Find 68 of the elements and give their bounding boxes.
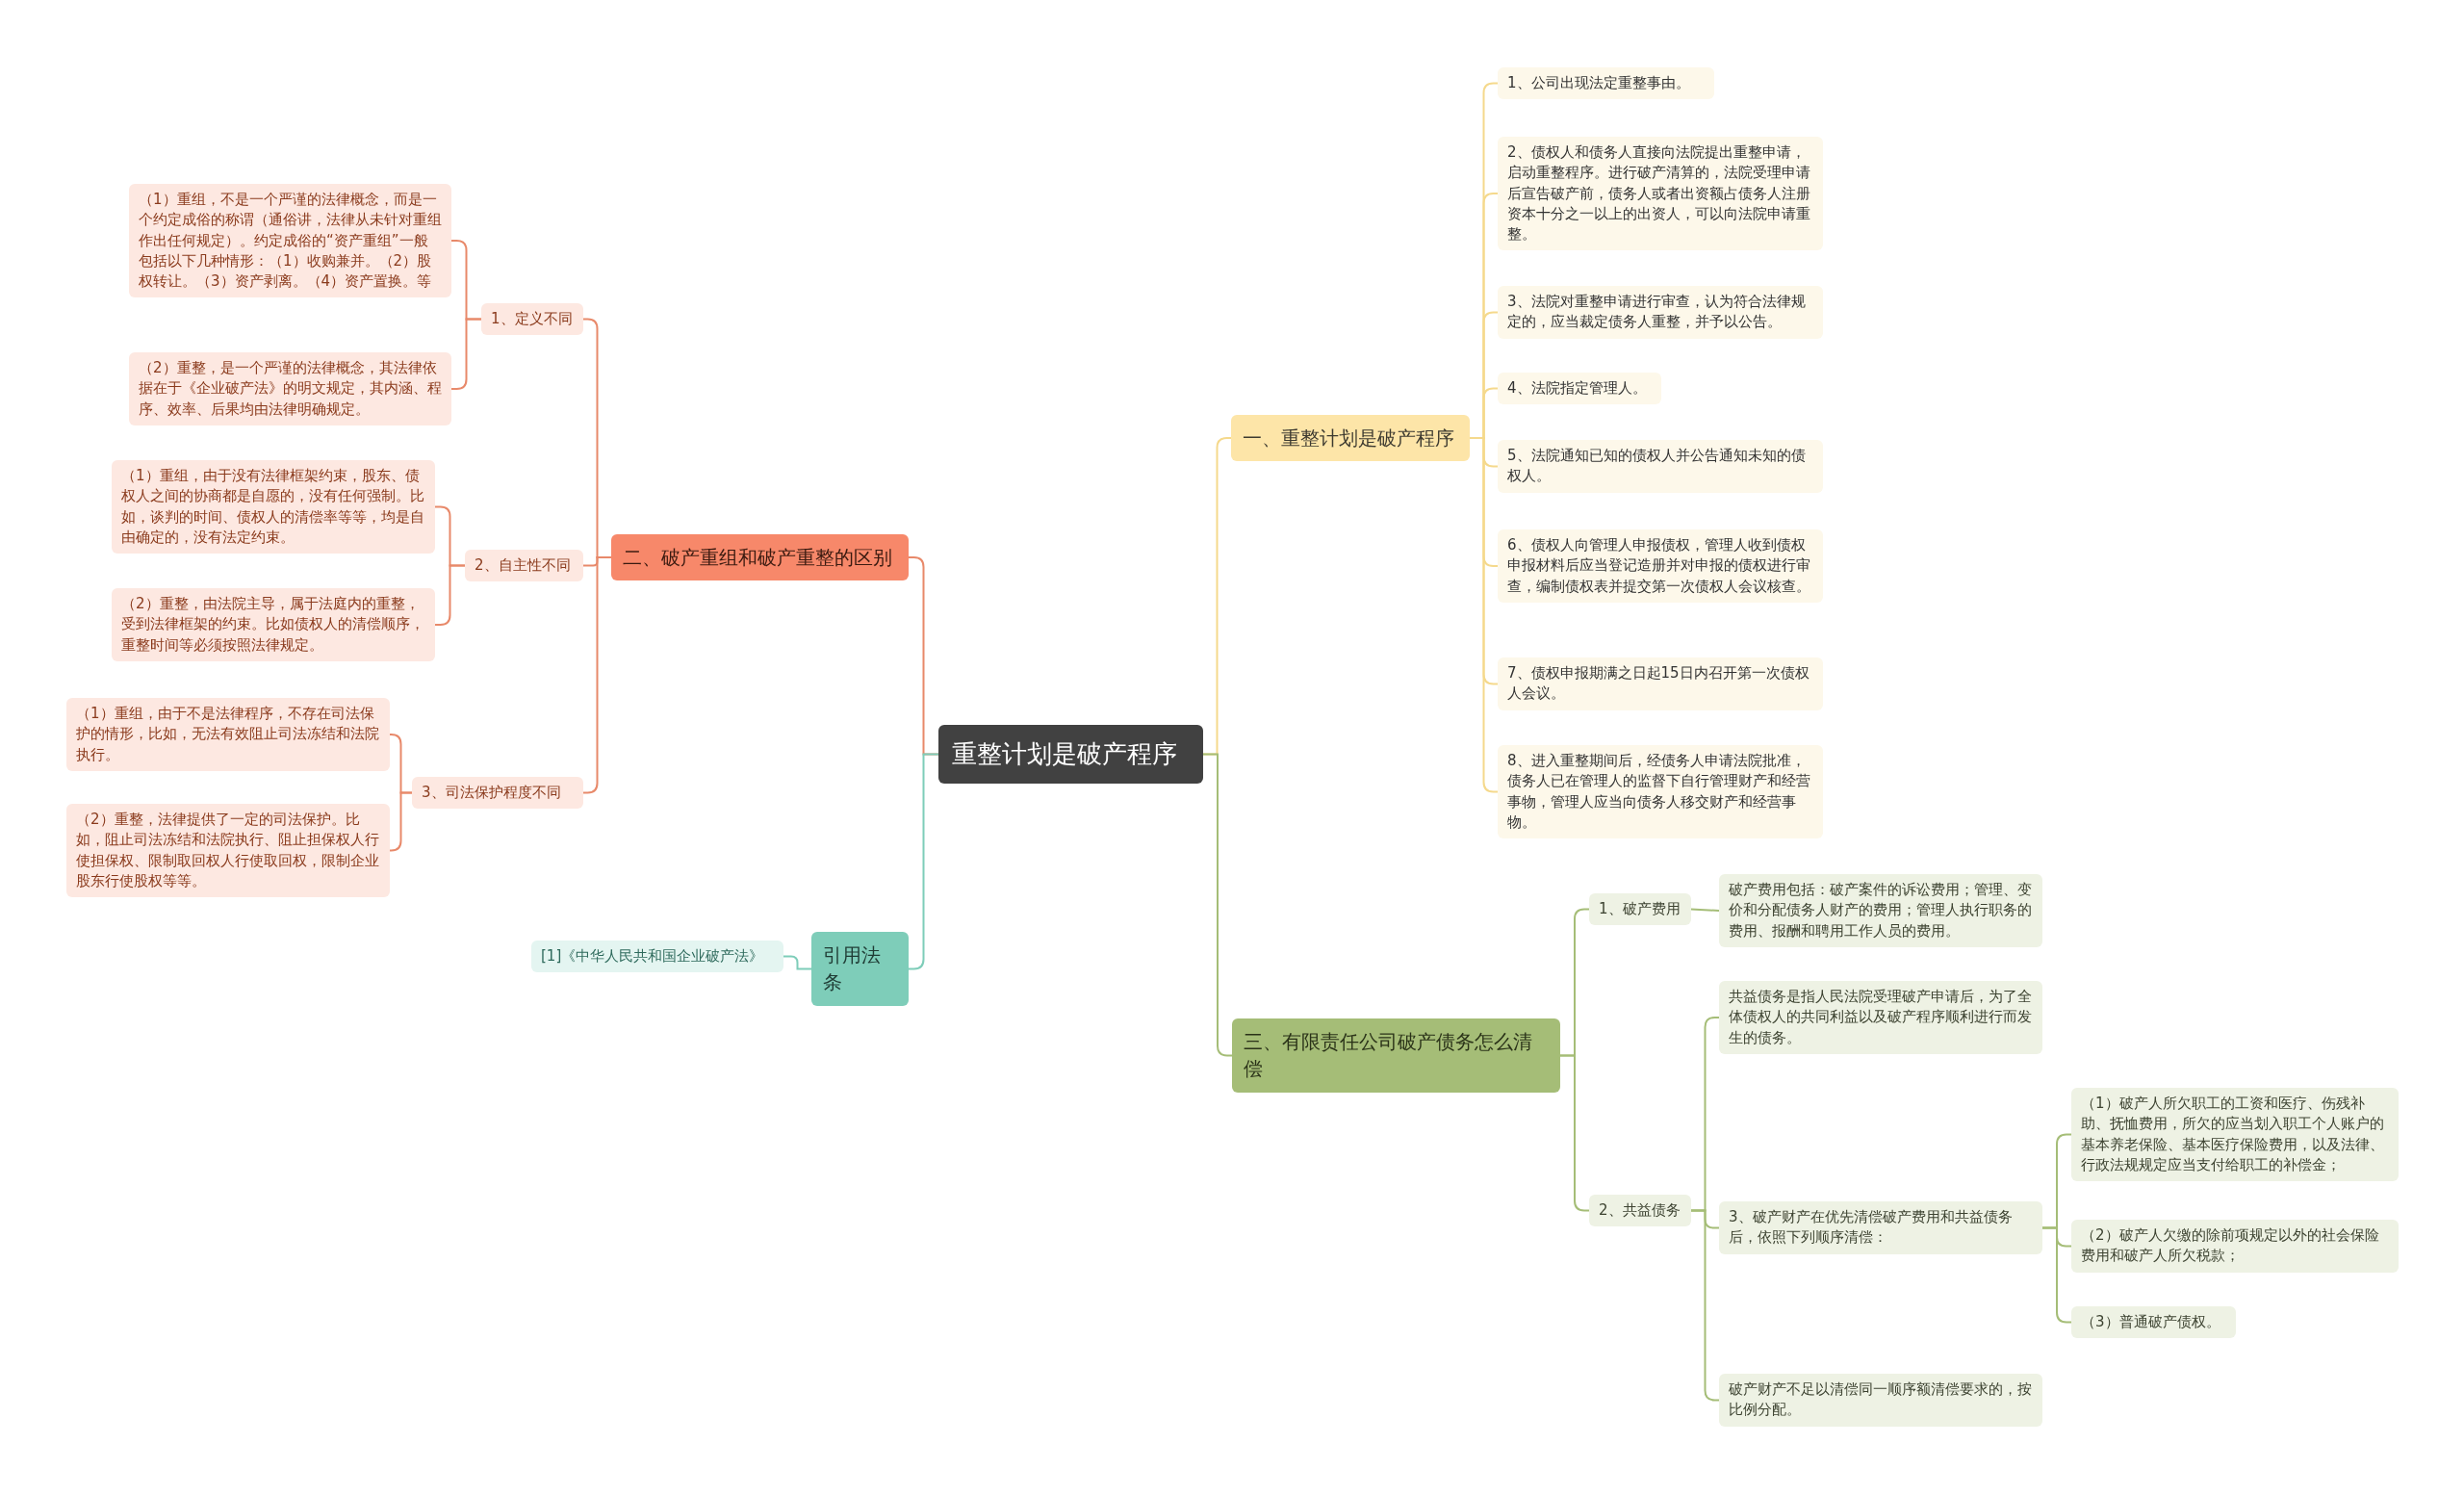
topic-text: 重整计划是破产程序 xyxy=(952,738,1178,770)
topic-text: （2）破产人欠缴的除前项规定以外的社会保险费用和破产人所欠税款； xyxy=(2081,1225,2380,1267)
topic-box xyxy=(129,184,451,298)
topic-text: （1）重组，由于没有法律框架约束，股东、债权人之间的协商都是自愿的，没有任何强制。比如，谈判的时间、债权人的清偿率等等，均是自由确定的，没有法定约束。 xyxy=(121,466,425,548)
topic-box xyxy=(1498,137,1823,251)
topic-box xyxy=(129,352,451,425)
topic-text: [1]《中华人民共和国企业破产法》 xyxy=(541,946,765,967)
topic-box xyxy=(2071,1306,2236,1339)
topic-text: （3）普通破产债权。 xyxy=(2081,1312,2221,1332)
topic-text: 二、破产重组和破产重整的区别 xyxy=(623,545,893,571)
topic-text: 3、破产财产在优先清偿破产费用和共益债务后，依照下列顺序清偿： xyxy=(1729,1207,2014,1249)
topic-text: 1、定义不同 xyxy=(491,309,574,329)
topic-box xyxy=(465,550,583,582)
topic-box xyxy=(1498,286,1823,339)
topic-box xyxy=(531,941,783,973)
topic-box xyxy=(112,460,435,554)
topic-box xyxy=(611,534,909,581)
topic-text: 5、法院通知已知的债权人并公告通知未知的债权人。 xyxy=(1507,446,1807,487)
topic-box xyxy=(938,725,1203,784)
topic-box xyxy=(1719,1374,2042,1427)
connector-line xyxy=(1690,908,1720,912)
topic-text: 破产费用包括：破产案件的诉讼费用；管理、变价和分配债务人财产的费用；管理人执行职务的费用、报酬和聘用工作人员的费用。 xyxy=(1729,880,2033,941)
topic-box xyxy=(1498,440,1823,493)
topic-text: 破产财产不足以清偿同一顺序额清偿要求的，按比例分配。 xyxy=(1729,1379,2033,1421)
topic-text: （1）重组，不是一个严谨的法律概念，而是一个约定成俗的称谓（通俗讲，法律从未针对重组作出任何规定）。约定成俗的“资产重组”一般包括以下几种情形：（1）收购兼并。（2）股权转让。（3）资产剥离。（4）资产置换。等 xyxy=(139,190,442,293)
topic-text: 8、进入重整期间后，经债务人申请法院批准，债务人已在管理人的监督下自行管理财产和经营事物，管理人应当向债务人移交财产和经营事物。 xyxy=(1507,751,1811,833)
topic-text: 1、破产费用 xyxy=(1599,899,1681,919)
topic-box xyxy=(112,588,435,661)
topic-box xyxy=(1498,529,1823,603)
topic-text: 6、债权人向管理人申报债权，管理人收到债权申报材料后应当登记造册并对申报的债权进行审查，编制债权表并提交第一次债权人会议核查。 xyxy=(1507,535,1811,597)
topic-box xyxy=(1232,1018,1560,1093)
topic-box xyxy=(1719,1201,2042,1254)
topic-box xyxy=(1589,893,1691,926)
topic-text: （2）重整，是一个严谨的法律概念，其法律依据在于《企业破产法》的明文规定，其内涵、程序、效率、后果均由法律明确规定。 xyxy=(139,358,442,420)
topic-box xyxy=(2071,1220,2399,1273)
topic-text: 7、债权申报期满之日起15日内召开第一次债权人会议。 xyxy=(1507,663,1810,705)
topic-text: （1）重组，由于不是法律程序，不存在司法保护的情形，比如，无法有效阻止司法冻结和法院执行。 xyxy=(76,704,380,765)
topic-box xyxy=(1719,874,2042,947)
topic-text: 共益债务是指人民法院受理破产申请后，为了全体债权人的共同利益以及破产程序顺利进行而发生的债务。 xyxy=(1729,987,2033,1048)
topic-box xyxy=(412,777,583,810)
topic-text: 2、自主性不同 xyxy=(475,555,572,576)
connector-line xyxy=(389,791,413,852)
topic-text: 2、债权人和债务人直接向法院提出重整申请，启动重整程序。进行破产清算的，法院受理申请后宣告破产前，债务人或者出资额占债务人注册资本十分之一以上的出资人，可以向法院申请重整。 xyxy=(1507,142,1811,245)
topic-box xyxy=(66,804,390,898)
connector-line xyxy=(582,556,612,794)
connector-line xyxy=(783,955,812,970)
topic-box xyxy=(1719,981,2042,1054)
topic-box xyxy=(1498,67,1714,100)
topic-box xyxy=(1498,745,1823,839)
topic-text: 一、重整计划是破产程序 xyxy=(1243,425,1455,451)
topic-text: 1、公司出现法定重整事由。 xyxy=(1507,73,1691,93)
topic-box xyxy=(2071,1088,2399,1182)
topic-text: 三、有限责任公司破产债务怎么清偿 xyxy=(1244,1029,1533,1083)
topic-text: （2）重整，法律提供了一定的司法保护。比如，阻止司法冻结和法院执行、阻止担保权人行使担保权、限制取回权人行使取回权，限制企业股东行使股权等等。 xyxy=(76,810,380,891)
topic-box xyxy=(811,932,909,1006)
topic-box xyxy=(1589,1195,1691,1227)
topic-text: 2、共益债务 xyxy=(1599,1200,1681,1221)
topic-box xyxy=(1498,373,1661,405)
topic-text: （1）破产人所欠职工的工资和医疗、伤残补助、抚恤费用，所欠的应当划入职工个人账户的基本养老保险、基本医疗保险费用，以及法律、行政法规规定应当支付给职工的补偿金； xyxy=(2081,1094,2385,1175)
topic-text: 引用法条 xyxy=(823,942,882,996)
topic-text: 3、法院对重整申请进行审查，认为符合法律规定的，应当裁定债务人重整，并予以公告。 xyxy=(1507,292,1807,333)
topic-box xyxy=(481,303,583,336)
topic-box xyxy=(1231,415,1470,462)
topic-text: （2）重整，由法院主导，属于法庭内的重整，受到法律框架的约束。比如债权人的清偿顺序，重整时间等必须按照法律规定。 xyxy=(121,594,425,656)
topic-box xyxy=(66,698,390,771)
topic-box xyxy=(1498,657,1823,710)
topic-text: 4、法院指定管理人。 xyxy=(1507,378,1648,399)
topic-text: 3、司法保护程度不同 xyxy=(422,783,562,803)
